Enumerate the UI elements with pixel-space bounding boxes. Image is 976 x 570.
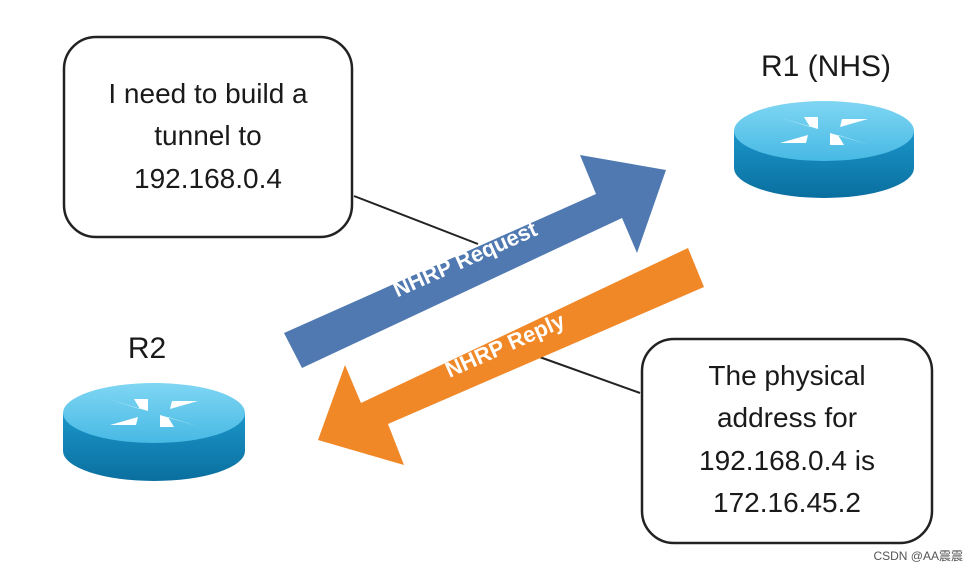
reply-note-line-3: 192.168.0.4 is: [699, 445, 875, 476]
reply-note-line-2: address for: [717, 402, 857, 433]
r2-label: R2: [128, 332, 166, 365]
request-note-line-2: tunnel to: [154, 120, 261, 151]
reply-note-line-4: 172.16.45.2: [713, 487, 861, 518]
request-note-bubble: I need to build a tunnel to 192.168.0.4: [62, 35, 354, 239]
watermark: CSDN @AA震震: [873, 549, 963, 563]
r1-router-icon: [734, 101, 914, 198]
reply-note-bubble: The physical address for 192.168.0.4 is …: [640, 337, 934, 545]
request-note-connector: [353, 195, 479, 245]
r1-label: R1 (NHS): [761, 50, 891, 83]
reply-note-connector: [533, 354, 641, 394]
r2-router-icon: [63, 383, 245, 481]
r1-router: R1 (NHS): [734, 50, 914, 198]
reply-note-line-1: The physical: [708, 360, 865, 391]
r2-router: R2: [63, 332, 245, 481]
request-note-line-1: I need to build a: [108, 78, 308, 109]
request-note-line-3: 192.168.0.4: [134, 163, 282, 194]
